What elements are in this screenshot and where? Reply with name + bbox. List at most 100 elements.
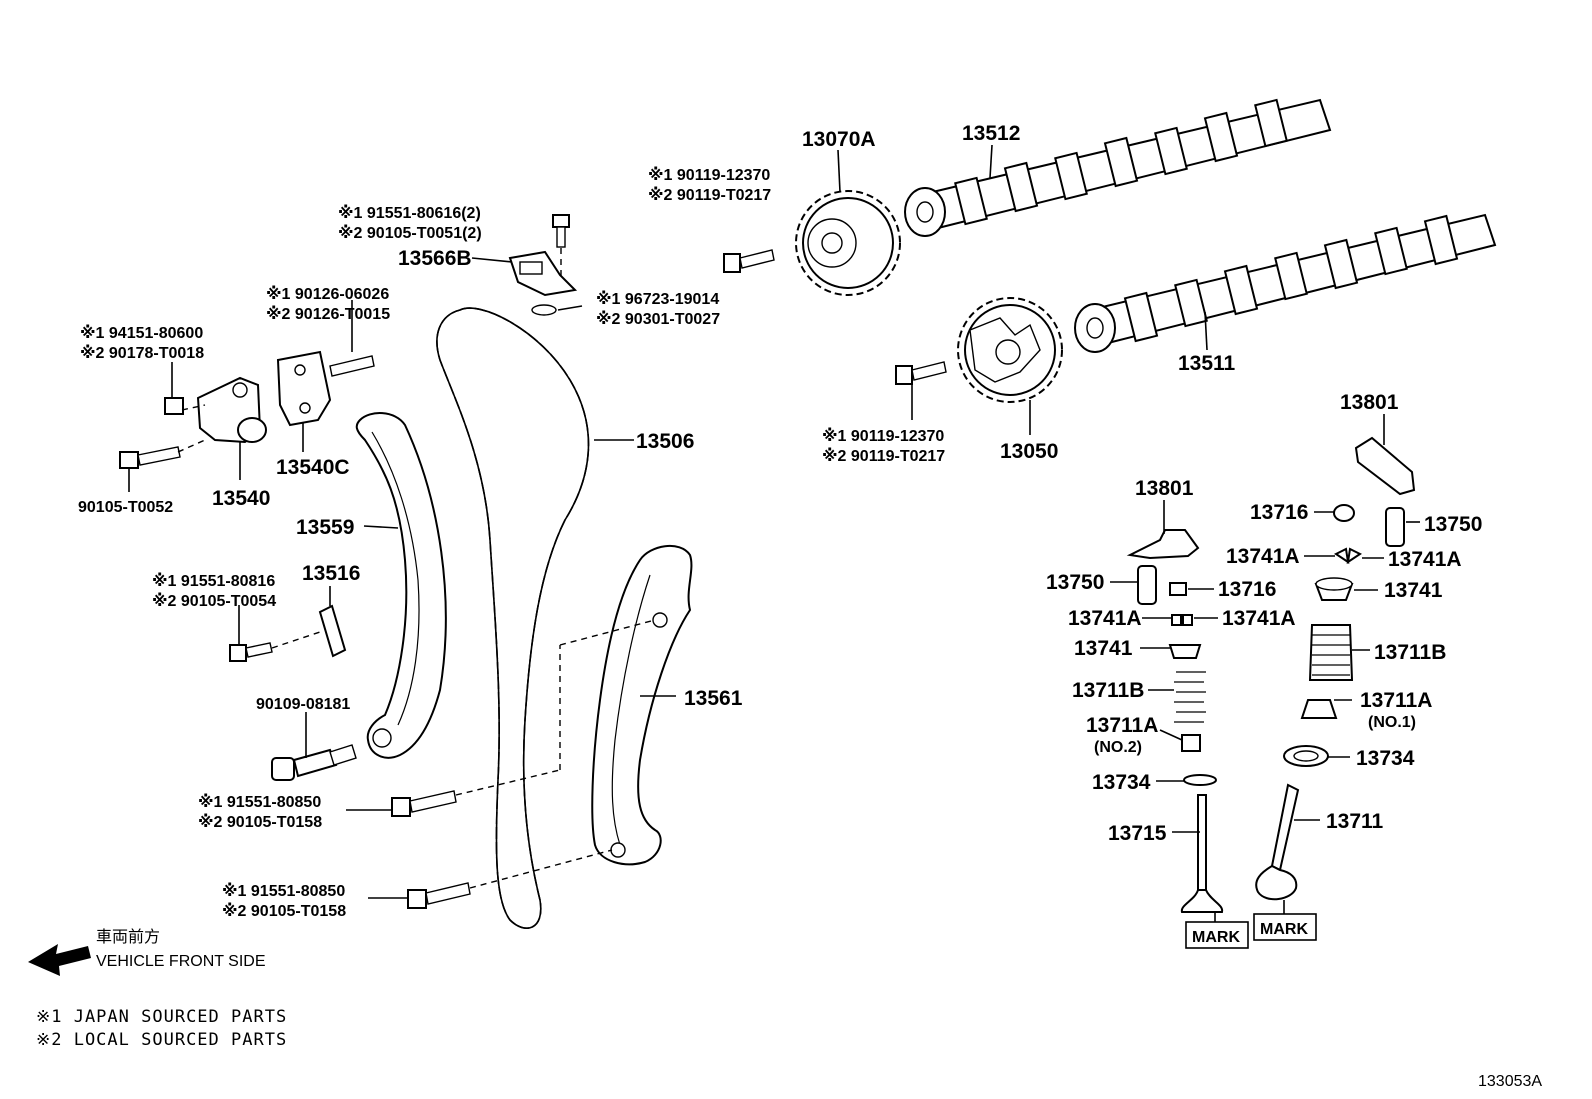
label-13506[interactable]: 13506 <box>636 430 694 453</box>
label-13801-right[interactable]: 13801 <box>1340 391 1399 414</box>
callout-oring-2[interactable]: ※2 90301-T0027 <box>596 310 720 328</box>
bracket-13566B[interactable] <box>508 250 578 297</box>
label-13801-left[interactable]: 13801 <box>1135 477 1194 500</box>
cap-13716-left[interactable] <box>1169 582 1187 596</box>
label-13741A-2[interactable]: 13741A <box>1388 548 1462 571</box>
callout-13516-bolt-2[interactable]: ※2 90105-T0054 <box>152 592 276 610</box>
stud-13540C[interactable] <box>329 355 375 377</box>
label-13511[interactable]: 13511 <box>1178 352 1236 375</box>
label-13741A-1[interactable]: 13741A <box>1226 545 1300 568</box>
camshaft-13512[interactable] <box>904 98 1332 237</box>
vehicle-front-en: VEHICLE FRONT SIDE <box>96 953 266 970</box>
bolt-13516[interactable] <box>229 642 273 662</box>
cam-lobes-lower <box>1123 214 1459 343</box>
spring-13711B-left[interactable] <box>1174 671 1206 723</box>
bolt-guide-lower[interactable] <box>407 882 471 909</box>
rocker-arm-13801-left[interactable] <box>1126 529 1200 560</box>
retainer-13741-right[interactable] <box>1314 577 1354 601</box>
label-13566B[interactable]: 13566B <box>398 247 472 270</box>
label-90105-T0052[interactable]: 90105-T0052 <box>78 499 173 516</box>
callout-guide-bolt-upper-1[interactable]: ※1 91551-80850 <box>198 793 321 811</box>
mark-label-1: MARK <box>1192 929 1240 946</box>
label-13561[interactable]: 13561 <box>684 687 743 710</box>
label-13540C[interactable]: 13540C <box>276 456 350 479</box>
bolt-13070A[interactable] <box>723 249 775 273</box>
label-13741-right[interactable]: 13741 <box>1384 579 1443 602</box>
cam-sprocket-13070A[interactable] <box>795 190 901 296</box>
keepers-13741A-left[interactable] <box>1171 614 1193 626</box>
callout-guide-bolt-lower-1[interactable]: ※1 91551-80850 <box>222 882 345 900</box>
callout-guide-bolt-lower-2[interactable]: ※2 90105-T0158 <box>222 902 346 920</box>
label-13715[interactable]: 13715 <box>1108 822 1167 845</box>
bolt-guide-upper[interactable] <box>391 790 457 817</box>
callout-stud-1[interactable]: ※1 90126-06026 <box>266 285 389 303</box>
bolt-90105-T0052[interactable] <box>119 446 181 469</box>
label-13750-left[interactable]: 13750 <box>1046 571 1104 594</box>
o-ring-13566B[interactable] <box>531 304 557 316</box>
timing-chain-13506[interactable] <box>436 307 590 929</box>
valve-13715[interactable] <box>1180 794 1224 913</box>
chain-tensioner-13540[interactable] <box>196 376 267 444</box>
bolt-13050[interactable] <box>895 361 947 385</box>
label-13716-right[interactable]: 13716 <box>1250 501 1308 524</box>
tensioner-gasket-13540C[interactable] <box>276 350 332 427</box>
lash-adjuster-13750-right[interactable] <box>1385 507 1405 547</box>
bolt-90109-08181[interactable] <box>271 744 357 781</box>
label-13711B-right[interactable]: 13711B <box>1374 641 1446 664</box>
label-13750-right[interactable]: 13750 <box>1424 513 1482 536</box>
label-13741-left[interactable]: 13741 <box>1074 637 1133 660</box>
label-13070A[interactable]: 13070A <box>802 128 876 151</box>
callout-13566B-bolt-2[interactable]: ※2 90105-T0051(2) <box>338 224 482 242</box>
callout-13070A-bolt-2[interactable]: ※2 90119-T0217 <box>648 186 771 204</box>
callout-13050-bolt-2[interactable]: ※2 90119-T0217 <box>822 447 945 465</box>
rocker-arm-13801-right[interactable] <box>1354 436 1416 496</box>
label-13540[interactable]: 13540 <box>212 487 270 510</box>
label-13734-left[interactable]: 13734 <box>1092 771 1151 794</box>
cap-13716-right[interactable] <box>1333 504 1355 522</box>
spring-13711B-right[interactable] <box>1308 624 1354 681</box>
front-arrow-icon <box>28 944 91 976</box>
camshaft-13511[interactable] <box>1074 213 1497 353</box>
valve-13711[interactable] <box>1255 783 1300 901</box>
callout-13050-bolt-1[interactable]: ※1 90119-12370 <box>822 427 944 445</box>
lash-adjuster-13750-left[interactable] <box>1137 565 1157 605</box>
washer-13734-right[interactable] <box>1283 745 1329 767</box>
callout-nut-1[interactable]: ※1 94151-80600 <box>80 324 203 342</box>
mark-label-2: MARK <box>1260 921 1308 938</box>
washer-13734-left[interactable] <box>1183 774 1217 786</box>
cam-sprocket-13050[interactable] <box>957 297 1063 403</box>
label-13512[interactable]: 13512 <box>962 122 1020 145</box>
chain-guide-13559[interactable] <box>355 412 447 759</box>
label-13516[interactable]: 13516 <box>302 562 360 585</box>
label-13559[interactable]: 13559 <box>296 516 354 539</box>
callout-stud-2[interactable]: ※2 90126-T0015 <box>266 305 390 323</box>
nut-13540[interactable] <box>164 397 184 415</box>
callout-nut-2[interactable]: ※2 90178-T0018 <box>80 344 204 362</box>
label-13711A-no2[interactable]: 13711A <box>1086 714 1158 737</box>
note-japan-sourced: ※1 JAPAN SOURCED PARTS <box>36 1007 287 1027</box>
seal-13711A-no2[interactable] <box>1181 734 1201 752</box>
callout-oring-1[interactable]: ※1 96723-19014 <box>596 290 719 308</box>
label-13050[interactable]: 13050 <box>1000 440 1058 463</box>
bolt-13566B[interactable] <box>552 214 570 248</box>
label-13741A-4[interactable]: 13741A <box>1222 607 1296 630</box>
callout-13070A-bolt-1[interactable]: ※1 90119-12370 <box>648 166 770 184</box>
label-13711[interactable]: 13711 <box>1326 810 1384 833</box>
callout-13516-bolt-1[interactable]: ※1 91551-80816 <box>152 572 275 590</box>
plate-13516[interactable] <box>318 604 347 658</box>
vehicle-front-jp: 車両前方 <box>96 927 160 946</box>
callout-guide-bolt-upper-2[interactable]: ※2 90105-T0158 <box>198 813 322 831</box>
label-13711A-no1[interactable]: 13711A <box>1360 689 1432 712</box>
label-13734-right[interactable]: 13734 <box>1356 747 1415 770</box>
label-13741A-3[interactable]: 13741A <box>1068 607 1142 630</box>
mark-box-13715: MARK <box>1185 921 1249 949</box>
label-13711B-left[interactable]: 13711B <box>1072 679 1144 702</box>
label-90109-08181[interactable]: 90109-08181 <box>256 696 350 713</box>
callout-13566B-bolt-1[interactable]: ※1 91551-80616(2) <box>338 204 481 222</box>
seal-13711A-no1[interactable] <box>1300 699 1338 719</box>
label-13716-left[interactable]: 13716 <box>1218 578 1276 601</box>
keepers-13741A-right[interactable] <box>1334 547 1362 565</box>
chain-guide-13561[interactable] <box>591 544 693 866</box>
retainer-13741-left[interactable] <box>1168 644 1202 659</box>
